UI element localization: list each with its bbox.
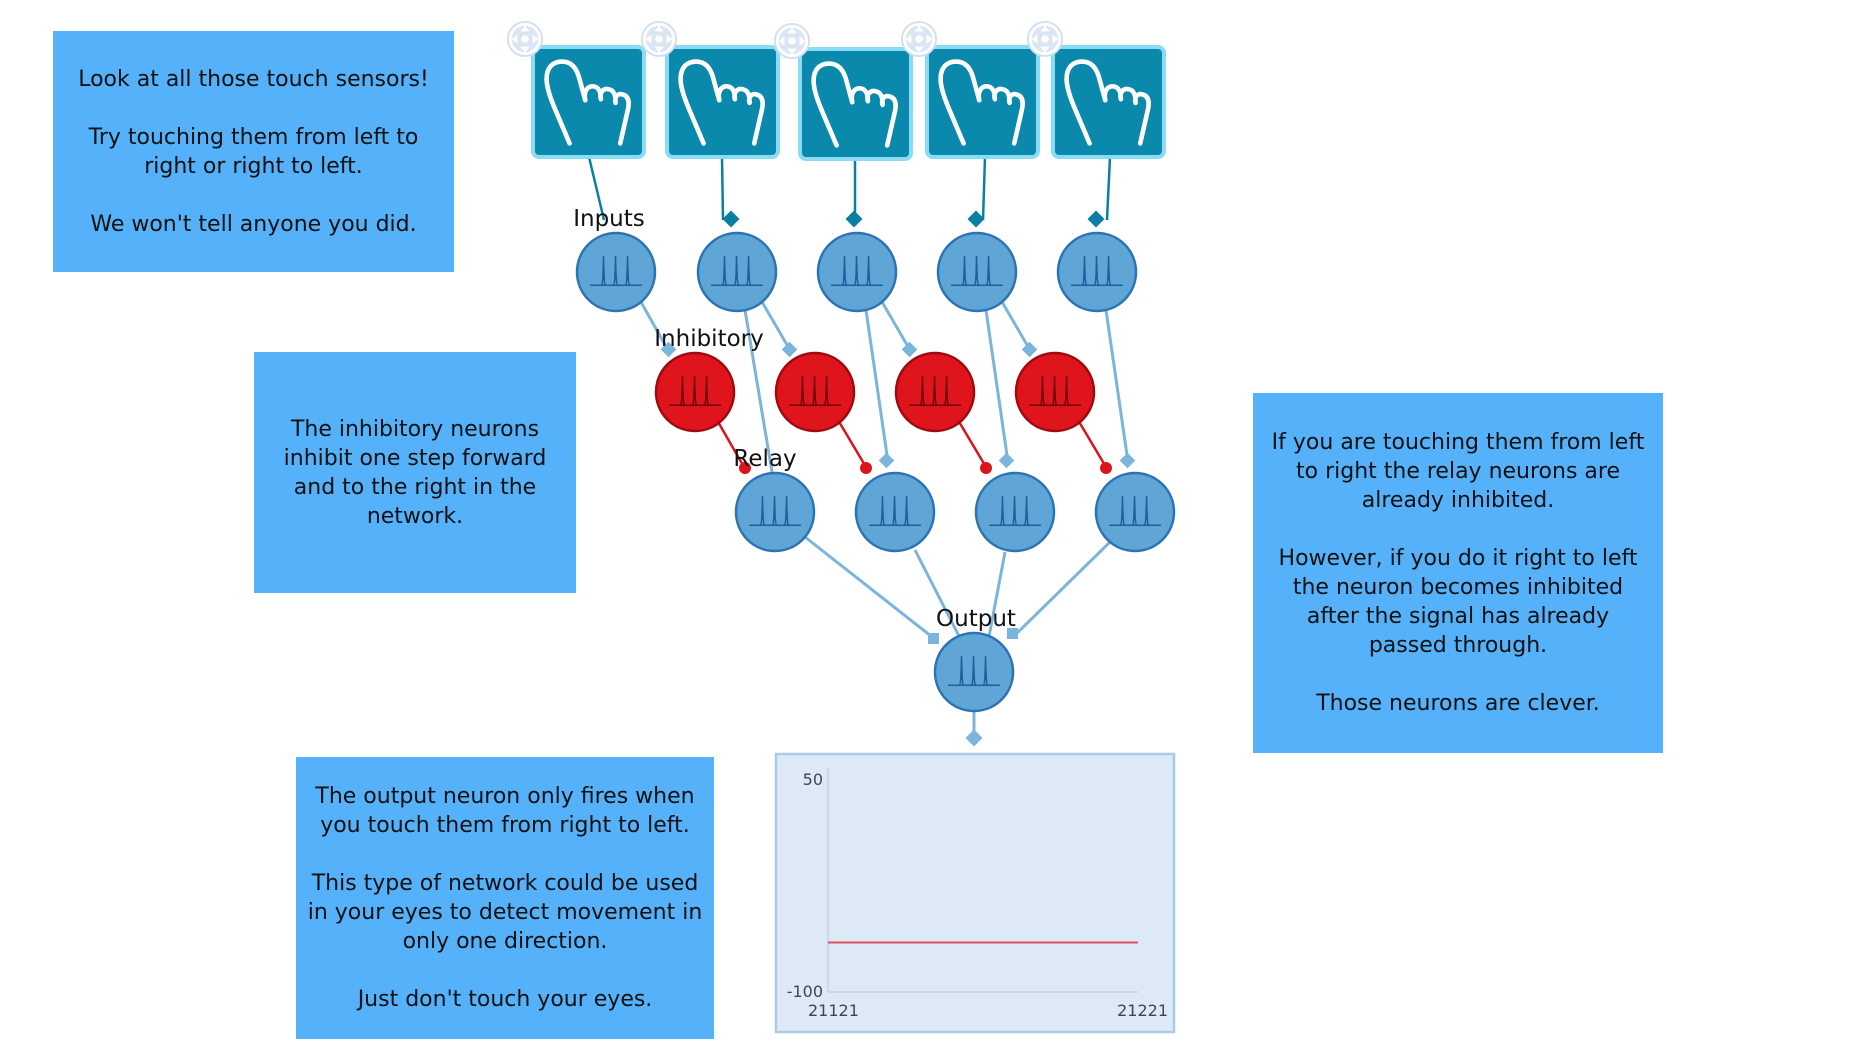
input-neuron[interactable] xyxy=(696,231,778,313)
inhibitory-neuron[interactable] xyxy=(774,351,856,433)
inhibitory-endpoint xyxy=(980,462,992,474)
note-paragraph: Those neurons are clever. xyxy=(1316,691,1600,716)
move-arrows-icon[interactable] xyxy=(1026,20,1064,58)
inhibitory-endpoint xyxy=(739,462,751,474)
inhibitory-neuron[interactable] xyxy=(654,351,736,433)
inhibitory-neuron[interactable] xyxy=(1014,351,1096,433)
touch-sensor[interactable] xyxy=(925,45,1040,159)
note-paragraph: Look at all those touch sensors! xyxy=(78,66,429,92)
excitatory-connection xyxy=(864,309,890,463)
inhibitory-neuron[interactable] xyxy=(894,351,976,433)
connector-diamond xyxy=(1007,628,1018,639)
relay-neuron[interactable] xyxy=(734,471,816,553)
inhibitory-connection xyxy=(956,419,988,468)
note-paragraph: The inhibitory neurons inhibit one step … xyxy=(283,416,547,529)
connector-diamond xyxy=(1087,210,1105,228)
connector-diamond xyxy=(781,341,798,358)
excitatory-connection xyxy=(804,535,937,642)
connector-diamond xyxy=(845,210,863,228)
sensor-wire xyxy=(1105,156,1112,221)
note-output: The output neuron only fires when you to… xyxy=(296,757,714,1039)
touch-sensor[interactable] xyxy=(531,45,646,159)
touch-sensor[interactable] xyxy=(665,45,780,159)
excitatory-connection xyxy=(876,294,912,351)
connector-diamond xyxy=(967,210,985,228)
output-label: Output xyxy=(936,606,1016,632)
note-paragraph: Just don't touch your eyes. xyxy=(357,987,653,1012)
move-arrows-icon[interactable] xyxy=(506,20,544,58)
excitatory-connection xyxy=(635,294,670,351)
output-neuron[interactable] xyxy=(933,631,1015,713)
input-neurons xyxy=(575,231,1138,313)
excitatory-connection xyxy=(1104,309,1130,463)
relay-neuron[interactable] xyxy=(1094,471,1176,553)
excitatory-connection xyxy=(986,551,1007,643)
sensor-wires xyxy=(587,156,1112,221)
excitatory-connection xyxy=(756,294,792,351)
input-neuron[interactable] xyxy=(575,231,657,313)
input-neuron[interactable] xyxy=(1056,231,1138,313)
inputs-label: Inputs xyxy=(573,206,645,232)
touch-sensors xyxy=(531,45,1166,161)
sensor-wire xyxy=(587,156,606,221)
excitatory-connections xyxy=(635,294,1130,738)
connector-diamond xyxy=(965,729,983,747)
note-paragraph: This type of network could be used in yo… xyxy=(307,871,703,954)
note-inhibitory: The inhibitory neurons inhibit one step … xyxy=(254,352,576,593)
note-paragraph: The output neuron only fires when you to… xyxy=(315,784,695,838)
connector-diamond xyxy=(901,341,918,358)
plot-frame xyxy=(774,752,1176,1034)
sensor-wire xyxy=(981,156,987,221)
x-tick-label: 21121 xyxy=(808,1001,859,1020)
input-neuron[interactable] xyxy=(816,231,898,313)
excitatory-connection xyxy=(1010,540,1112,640)
note-paragraph: Try touching them from left to right or … xyxy=(88,124,419,179)
excitatory-connection xyxy=(913,549,964,643)
relay-neuron[interactable] xyxy=(854,471,936,553)
inhibitory-connection xyxy=(836,419,868,468)
connector-diamond xyxy=(928,633,939,644)
sensor-wire-endpoints xyxy=(722,210,1105,228)
inhibitory-label: Inhibitory xyxy=(654,326,763,352)
input-neuron[interactable] xyxy=(936,231,1018,313)
inhibitory-connection xyxy=(1076,419,1108,468)
relay-neuron[interactable] xyxy=(974,471,1056,553)
excitatory-connection xyxy=(984,309,1010,463)
touch-sensor[interactable] xyxy=(1051,45,1166,159)
note-paragraph: If you are touching them from left to ri… xyxy=(1271,430,1645,513)
touch-sensor[interactable] xyxy=(798,47,913,161)
inhibitory-neurons xyxy=(654,351,1096,433)
inhibitory-connection xyxy=(715,419,746,468)
y-tick-label: -100 xyxy=(787,982,823,1001)
relay-label: Relay xyxy=(733,446,796,472)
move-arrows-icon[interactable] xyxy=(773,22,811,60)
move-arrows-icon[interactable] xyxy=(640,20,678,58)
inhibitory-endpoint xyxy=(1100,462,1112,474)
note-paragraph: However, if you do it right to left the … xyxy=(1278,546,1638,658)
connector-diamond xyxy=(1119,452,1136,469)
excitatory-connection xyxy=(743,309,774,473)
inhibitory-endpoint xyxy=(860,462,872,474)
connector-diamond xyxy=(998,452,1015,469)
sensor-wire xyxy=(720,156,725,221)
excitatory-connection xyxy=(996,294,1032,351)
connector-diamond xyxy=(878,452,895,469)
inhibitory-connections xyxy=(715,419,1108,468)
x-tick-label: 21221 xyxy=(1117,1001,1168,1020)
inhibitory-endpoints xyxy=(739,462,1112,474)
note-sensors: Look at all those touch sensors! Try tou… xyxy=(53,31,454,272)
move-arrows-icon[interactable] xyxy=(900,20,938,58)
connector-diamond xyxy=(722,210,740,228)
note-paragraph: We won't tell anyone you did. xyxy=(90,211,417,237)
y-tick-label: 50 xyxy=(803,770,823,789)
relay-neurons xyxy=(734,471,1176,553)
connector-diamond xyxy=(1021,341,1038,358)
note-relay: If you are touching them from left to ri… xyxy=(1253,393,1663,753)
